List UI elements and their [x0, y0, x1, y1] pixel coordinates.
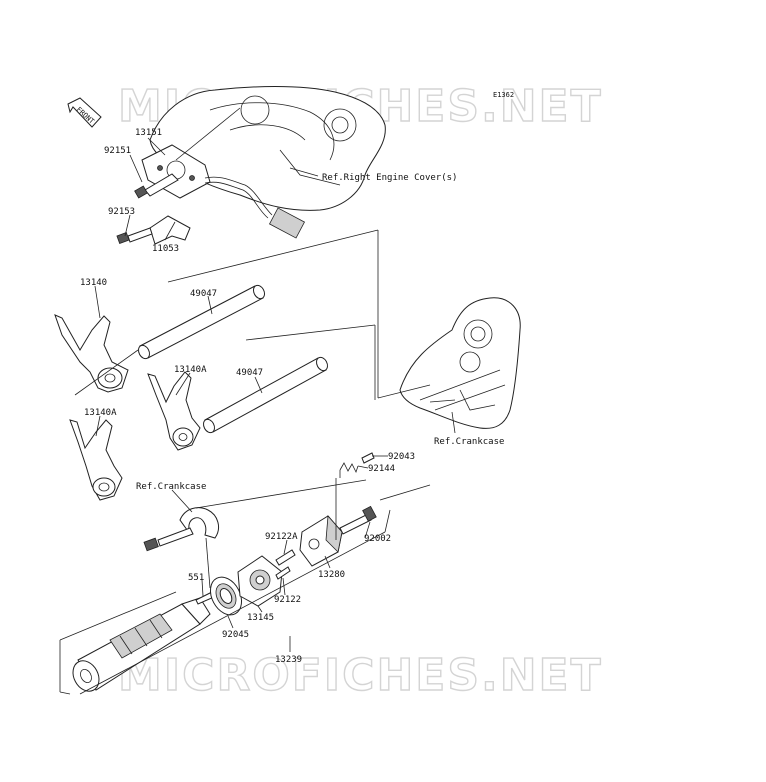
pin-92122a	[275, 549, 296, 566]
spring-92144	[339, 462, 359, 474]
label-13140a-lower: 13140A	[84, 408, 117, 418]
label-49047-lower: 49047	[236, 368, 263, 378]
assembly-brackets	[59, 470, 431, 695]
bolt-92002	[339, 505, 377, 535]
label-92153: 92153	[108, 207, 135, 217]
label-92144: 92144	[368, 464, 395, 474]
label-92043: 92043	[388, 452, 415, 462]
label-13151: 13151	[135, 128, 162, 138]
label-92122: 92122	[274, 595, 301, 605]
label-92045: 92045	[222, 630, 249, 640]
label-13140a-upper: 13140A	[174, 365, 207, 375]
reference-lines	[74, 229, 456, 403]
label-92151: 92151	[104, 146, 131, 156]
label-ref-right-engine-cover: Ref.Right Engine Cover(s)	[322, 173, 457, 183]
diagram-code: E1362	[493, 91, 514, 99]
label-13145: 13145	[247, 613, 274, 623]
shift-fork-13140a-lower	[69, 419, 123, 501]
front-arrow-icon: FRONT	[67, 97, 102, 128]
pin-92043	[361, 452, 375, 464]
shift-fork-13140	[54, 314, 129, 393]
leader-lines	[94, 137, 456, 652]
label-13280: 13280	[318, 570, 345, 580]
shift-drum-cam	[237, 555, 283, 607]
shift-rod-upper	[137, 284, 266, 360]
label-ref-crankcase-right: Ref.Crankcase	[434, 437, 504, 447]
label-49047-upper: 49047	[190, 289, 217, 299]
shift-drum	[72, 597, 211, 692]
label-11053: 11053	[152, 244, 179, 254]
label-ref-crankcase-left: Ref.Crankcase	[136, 482, 206, 492]
pin-92122	[275, 566, 291, 580]
bearing-92045	[209, 576, 243, 616]
label-92002: 92002	[364, 534, 391, 544]
shift-rod-lower	[202, 356, 329, 434]
holder-13280	[299, 515, 343, 567]
crankcase-outline	[399, 297, 521, 429]
watermark-bottom: MICROFICHES.NET	[118, 650, 603, 701]
clamp-11053	[116, 215, 191, 245]
label-13140: 13140	[80, 278, 107, 288]
label-13239: 13239	[275, 655, 302, 665]
label-92122a: 92122A	[265, 532, 298, 542]
label-551: 551	[188, 573, 204, 583]
shift-fork-13140a-upper	[147, 371, 201, 451]
cam-retainer	[143, 507, 219, 552]
bolt-92151	[134, 173, 179, 199]
